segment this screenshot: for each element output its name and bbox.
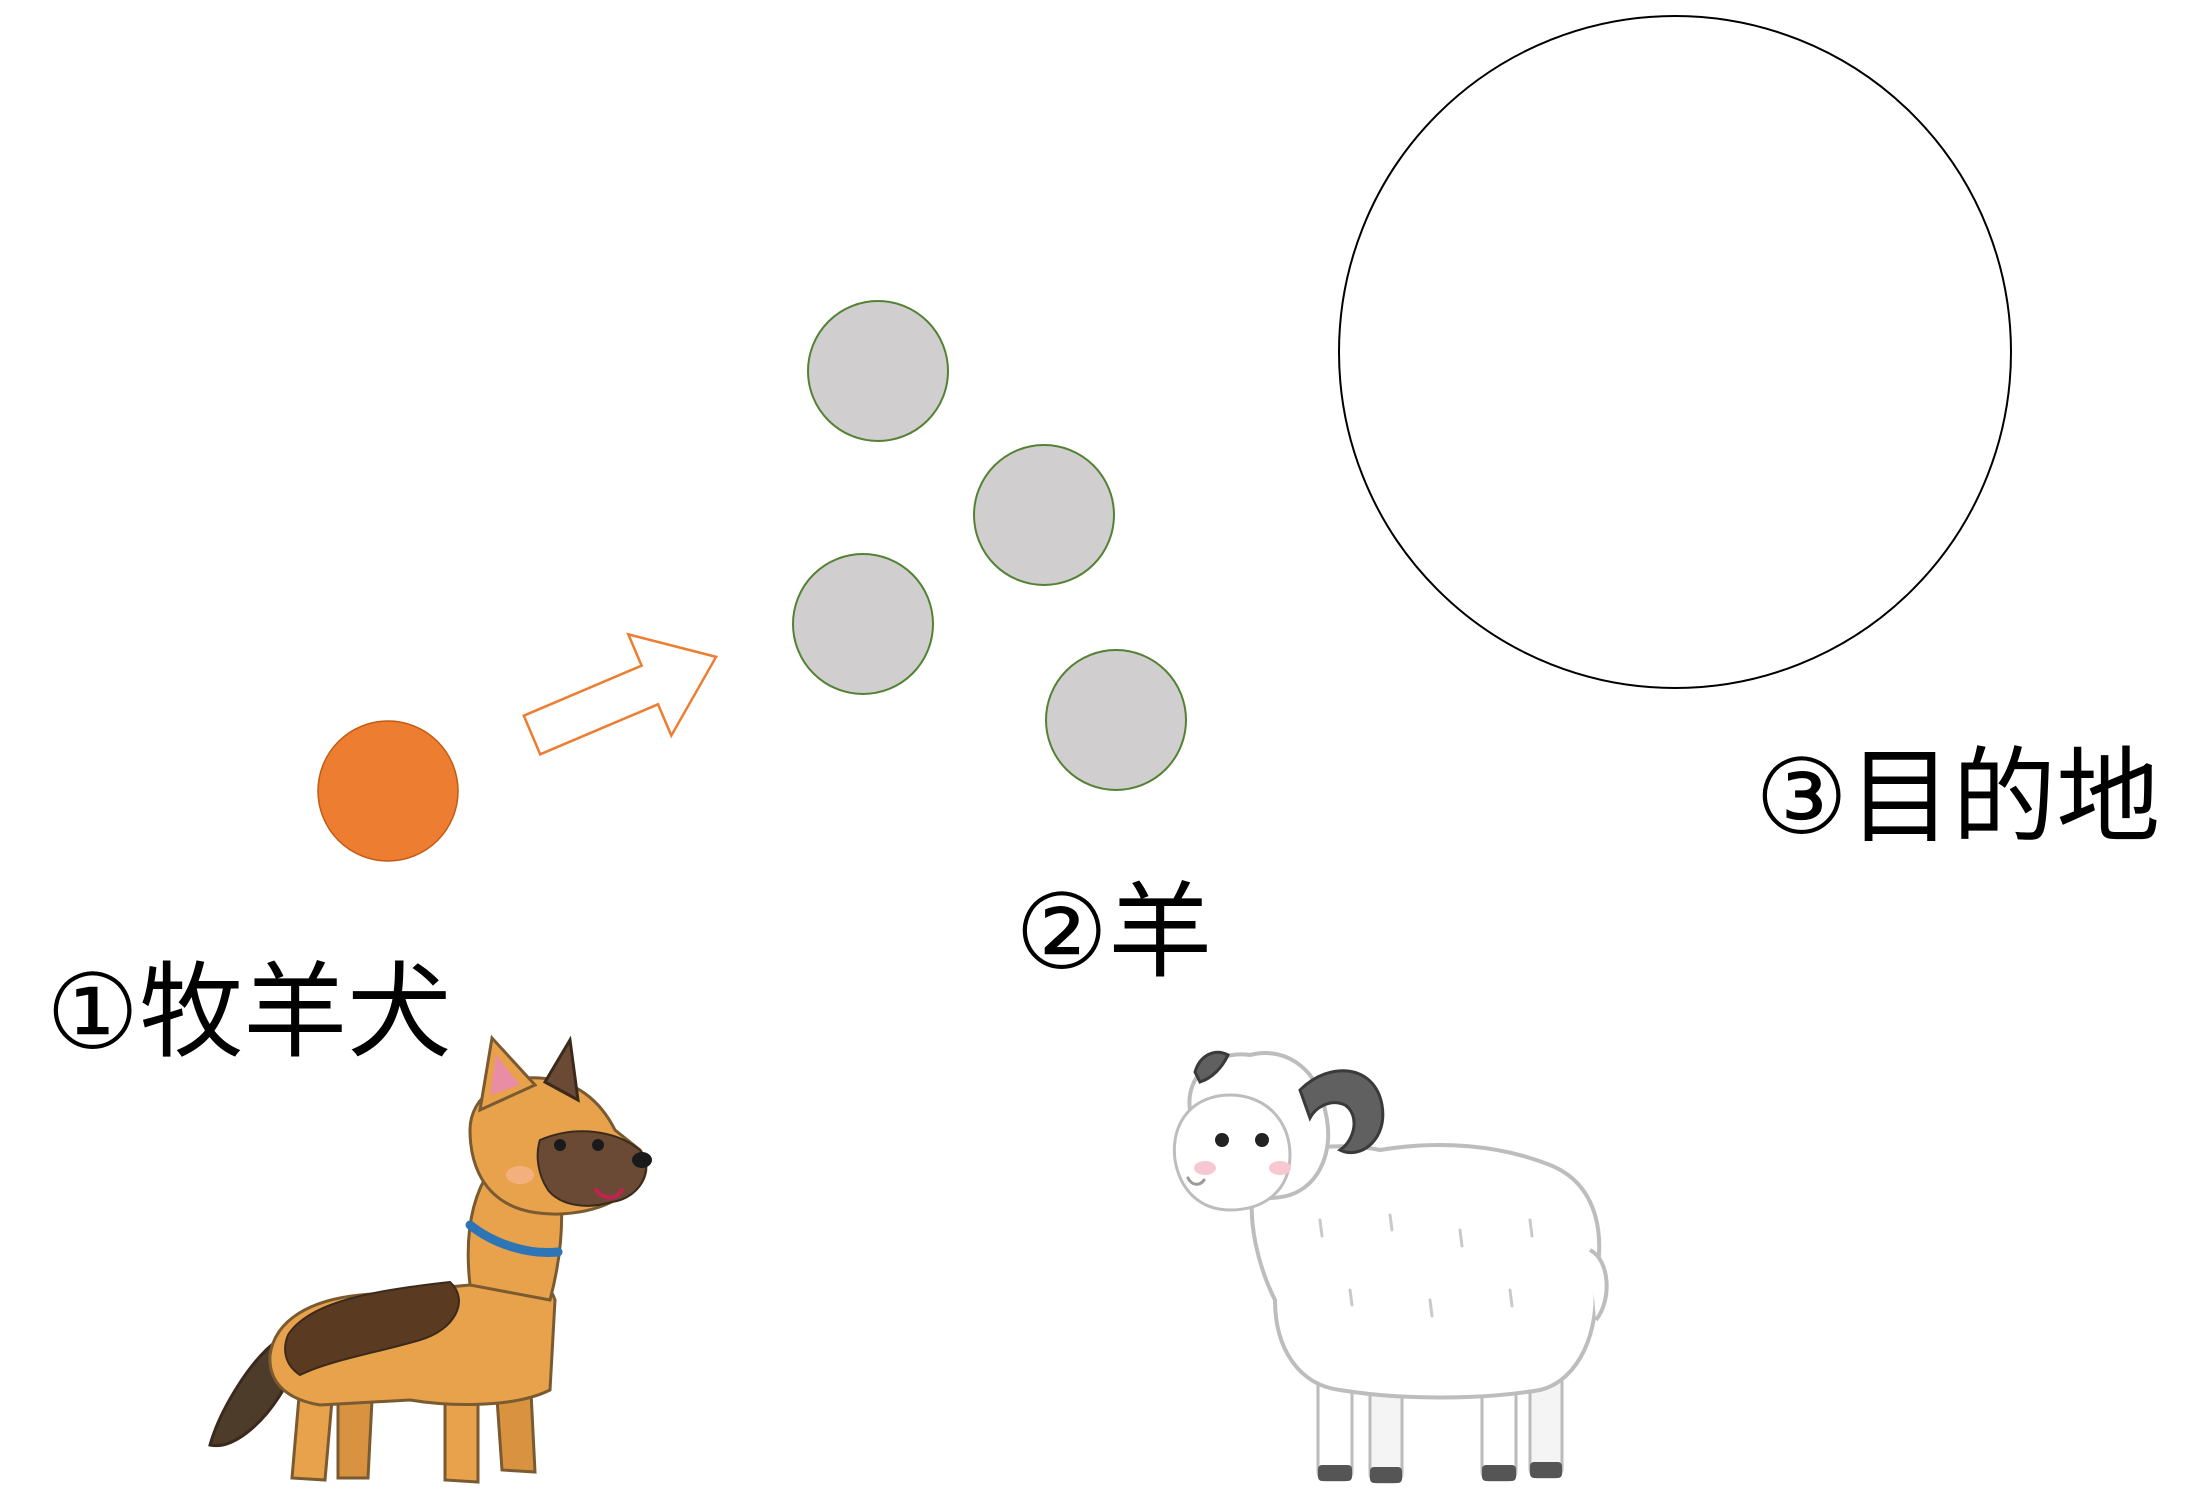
sheep-hoof [1530,1462,1562,1478]
sheep-cheek [1269,1161,1291,1175]
dog-eye [554,1139,566,1151]
sheep-tail [1588,1248,1609,1322]
sheep-cheek [1194,1161,1216,1175]
dog-circle [317,720,459,862]
goal-area-circle [1338,15,2012,689]
dog-tail [208,1337,284,1448]
sheep-eye [1215,1133,1229,1147]
sheep-mouth [1186,1176,1206,1186]
dog-saddle [284,1280,460,1377]
sheep-circle [1045,649,1187,791]
dog-back-leg [336,1393,374,1480]
dog-ear [542,1035,580,1103]
sheep-hoof [1318,1465,1352,1481]
dog-cheek [506,1166,534,1184]
dog-mouth [594,1188,624,1200]
sheep-circle [792,553,934,695]
sheep-wool-marks [1318,1213,1534,1318]
sheep-label: ②羊 [1015,871,1213,993]
sheep-eye [1255,1133,1269,1147]
sheep-hoof [1482,1465,1516,1481]
sheep-group [792,300,1187,791]
sheep-hoof [1370,1467,1402,1483]
goal-label: ③目的地 [1755,736,2161,858]
sheep-circle [807,300,949,442]
hollow-arrow-icon [522,632,718,756]
sheep-circle [973,444,1115,586]
sheep-horn [1193,1050,1230,1084]
sheep-horn [1298,1069,1385,1155]
dog-nose [632,1152,652,1168]
dog-label: ①牧羊犬 [46,951,452,1073]
sheep-body [1249,1143,1602,1400]
sheep-face [1172,1093,1292,1212]
dog-collar [465,1220,563,1258]
dog-ear-inner [490,1055,520,1095]
dog-eye [592,1139,604,1151]
sheep-illustration [1172,1050,1609,1484]
dog-illustration [208,1034,652,1484]
dog-mask [536,1130,647,1207]
